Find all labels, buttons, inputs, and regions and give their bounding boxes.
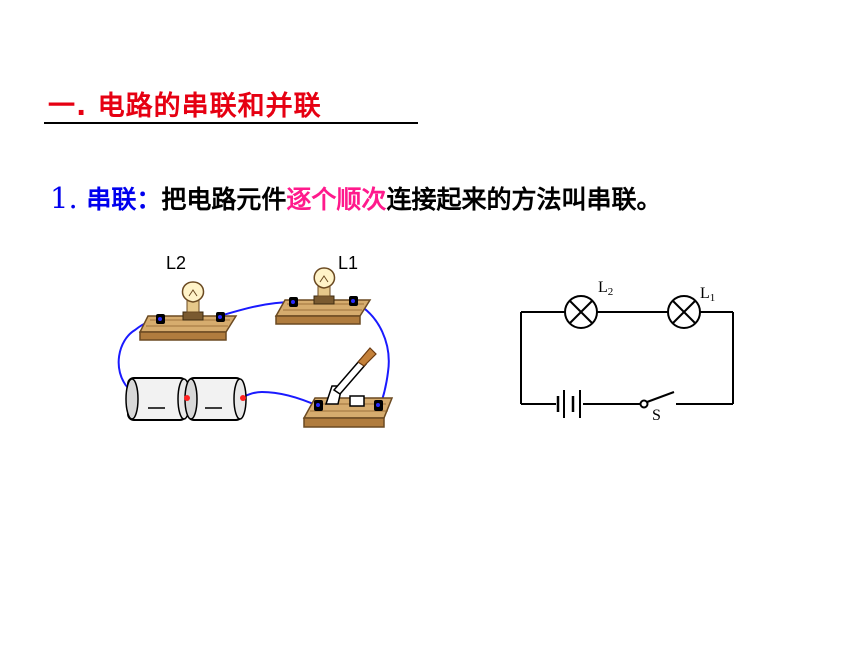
series-definition: 1. 串联：把电路元件逐个顺次连接起来的方法叫串联。 — [50, 180, 661, 216]
section-title: 一. 电路的串联和并联 — [48, 91, 322, 122]
schematic-l2-label: L2 — [598, 279, 613, 298]
schematic-battery — [556, 390, 581, 418]
bulb-l1-label: L1 — [338, 253, 358, 273]
definition-end: 连接起来的方法叫串联。 — [386, 185, 662, 214]
schematic-lamp-l1 — [667, 295, 701, 329]
schematic-lamp-l2 — [564, 295, 598, 329]
definition-highlight: 逐个顺次 — [286, 185, 387, 214]
schematic-circuit — [520, 295, 734, 418]
wire-l1-to-switch — [353, 301, 390, 407]
schematic-switch-label: S — [652, 407, 661, 424]
knife-switch — [302, 347, 394, 428]
bulb-l2-label: L2 — [166, 253, 186, 273]
physical-circuit: L2 L1 — [117, 253, 394, 428]
wire-switch-to-battery — [239, 390, 319, 407]
definition-start: 把电路元件 — [161, 185, 287, 214]
battery-pack — [125, 377, 247, 421]
item-number: 1. — [50, 181, 78, 215]
schematic-switch — [639, 391, 675, 409]
title-underline — [44, 122, 418, 124]
bulb-l1 — [274, 267, 372, 325]
schematic-l1-label: L1 — [700, 285, 715, 304]
bulb-l2 — [138, 281, 238, 341]
series-term: 串联： — [86, 185, 162, 214]
